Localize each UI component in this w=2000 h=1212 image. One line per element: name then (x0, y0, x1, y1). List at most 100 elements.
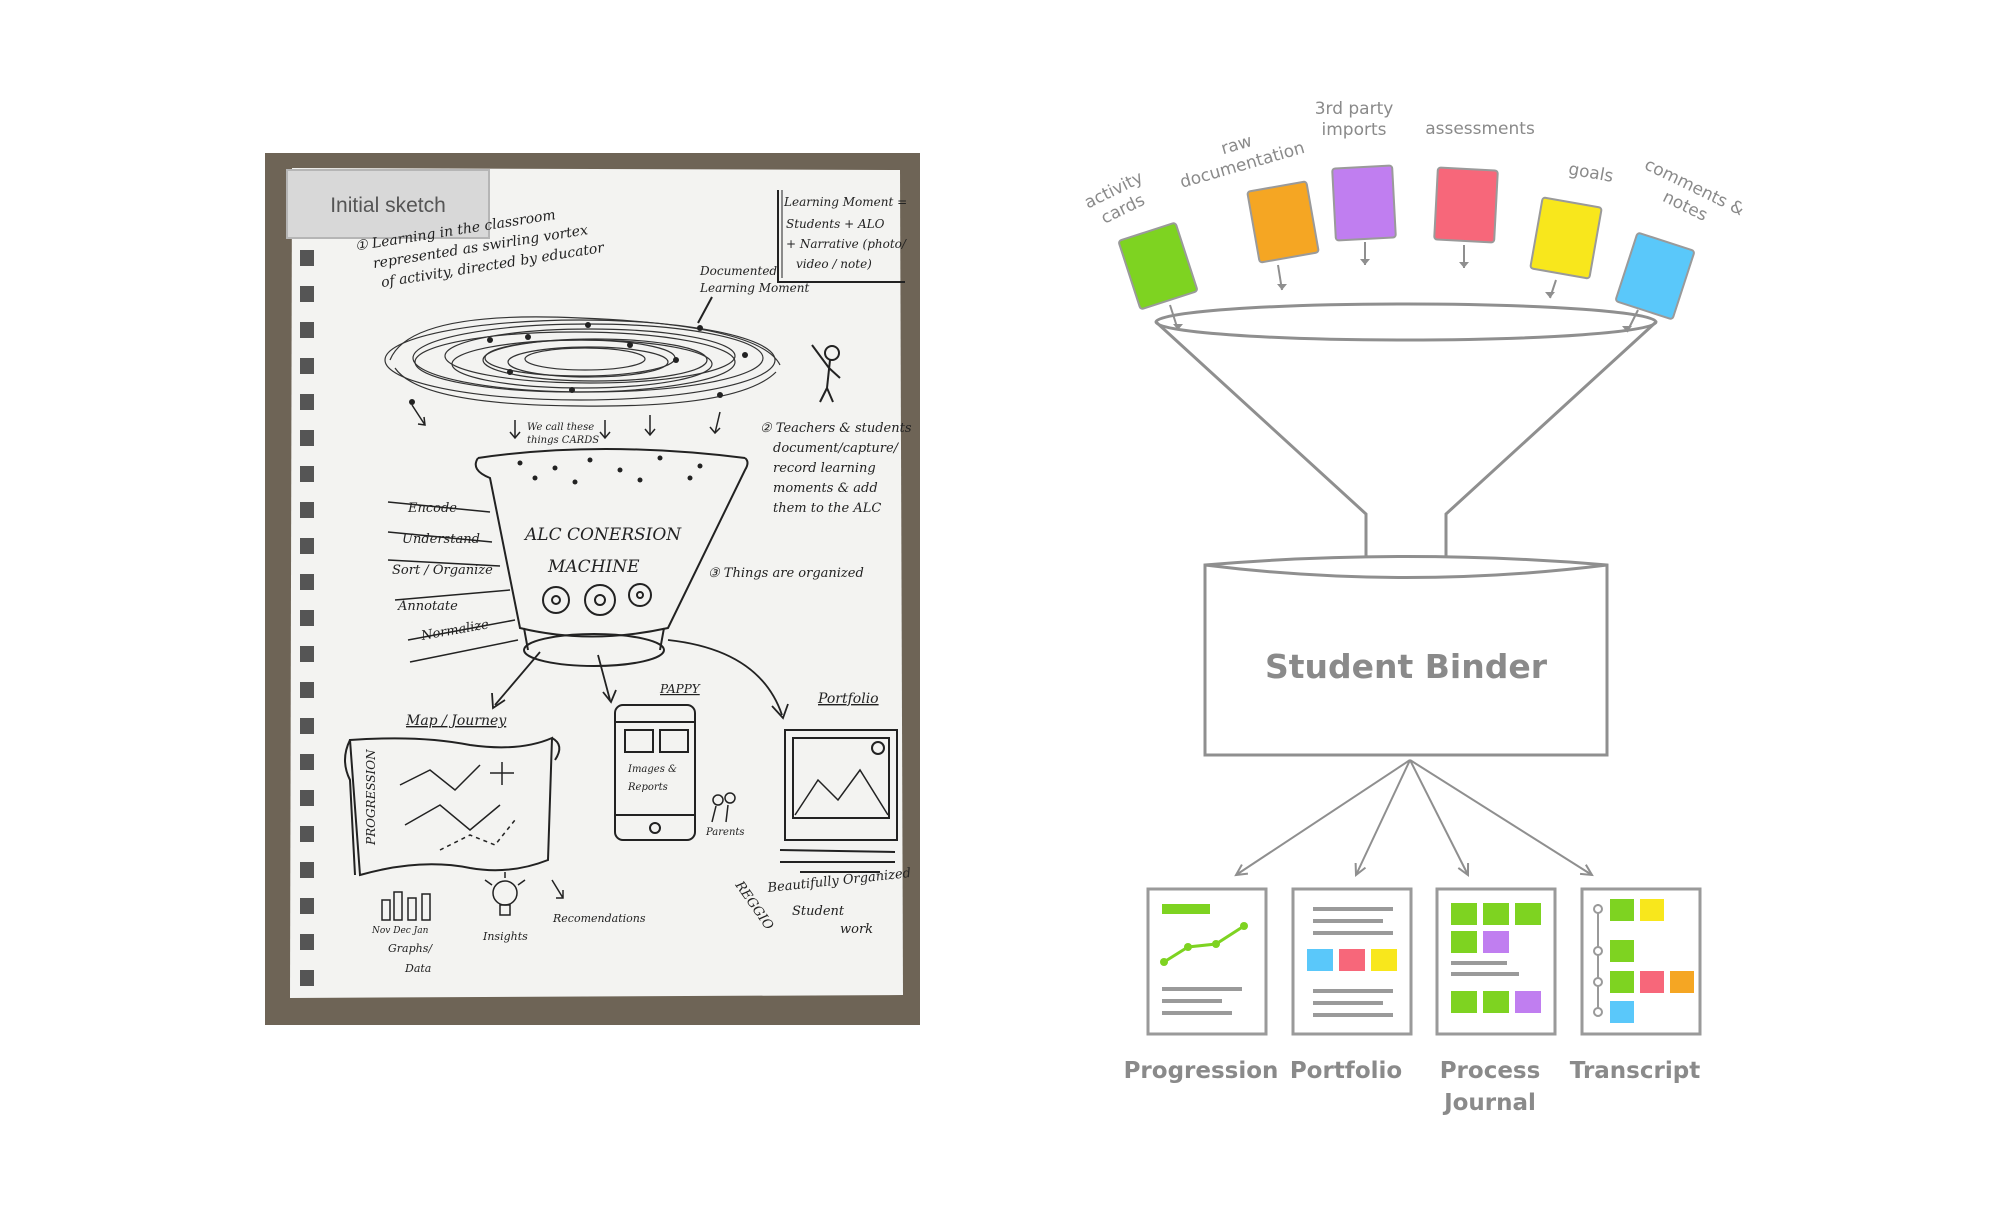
sketch-note-2-line-1: ② Teachers & students (760, 421, 912, 436)
input-label: goals (1567, 159, 1615, 187)
output-doc-1: Progression (1124, 887, 1279, 1084)
spiral-hole (300, 898, 314, 914)
input-card-5: goals (1529, 159, 1615, 299)
sketch-photo: Initial sketch ① Learning in the classro… (265, 153, 920, 1025)
initial-sketch-label: Initial sketch (330, 194, 446, 217)
spiral-hole (300, 466, 314, 482)
funnel-rim (1154, 302, 1658, 342)
graphs-line-1: Graphs/ (388, 942, 433, 955)
output-doc-2: Portfolio (1290, 887, 1413, 1084)
output-doc-label: Portfolio (1290, 1058, 1402, 1084)
cards-line-2: things CARDS (527, 435, 599, 446)
input-card-swatch (1433, 166, 1499, 244)
input-card-swatch (1118, 222, 1198, 310)
output-arrows (491, 639, 789, 720)
phone-line-2: Reports (627, 782, 668, 793)
spiral-hole (300, 394, 314, 410)
spiral-hole (300, 790, 314, 806)
learning-moment-box: Learning Moment = Students + ALO + Narra… (777, 190, 908, 283)
machine-dots (517, 455, 703, 485)
learning-moment-line-3: + Narrative (photo/ (786, 237, 908, 251)
input-label: activitycards (1081, 168, 1155, 232)
sketch-note-2-line-4: moments & add (773, 481, 878, 496)
student-binder-label: Student Binder (1265, 647, 1548, 686)
student-binder: Student Binder (1203, 555, 1609, 757)
spiral-hole (300, 430, 314, 446)
binder-arrow (1355, 759, 1411, 876)
notebook-page (290, 168, 903, 998)
input-label: rawdocumentation (1172, 118, 1307, 193)
learning-moment-line-4: video / note) (796, 257, 872, 271)
spiral-hole (300, 646, 314, 662)
pappy-label: PAPPY (659, 682, 701, 696)
sketch-note-2-line-3: record learning (773, 461, 876, 476)
input-arrowhead (1360, 259, 1370, 265)
spiral-hole (300, 322, 314, 338)
progression-label: PROGRESSION (364, 749, 378, 846)
binder-arrowhead (1457, 862, 1470, 877)
binder-arrowhead (1234, 864, 1249, 877)
documented-moment-line-1: Documented (699, 264, 777, 278)
spiral-hole (300, 826, 314, 842)
binder-arrow (1235, 759, 1411, 876)
output-doc-4: Transcript (1570, 887, 1702, 1084)
phone-line-1: Images & (627, 764, 677, 775)
spiral-hole (300, 250, 314, 266)
bar-graph-icon (381, 891, 431, 921)
organized-line-3: work (840, 922, 873, 937)
months-label: Nov Dec Jan (371, 926, 429, 936)
input-arrowhead (1173, 324, 1183, 330)
educator-figure (811, 344, 841, 403)
input-card-swatch (1529, 196, 1603, 280)
output-doc-label: Progression (1124, 1058, 1279, 1084)
map-scroll (344, 736, 561, 877)
input-arrowhead (1545, 292, 1555, 298)
sketch-note-3: ③ Things are organized (708, 566, 864, 581)
step-4: Annotate (397, 599, 458, 614)
spiral-hole (300, 574, 314, 590)
insights-label: Insights (482, 930, 528, 943)
parents-label: Parents (705, 827, 745, 838)
spiral-binding (300, 250, 314, 986)
compass-icon (490, 762, 514, 785)
binder-arrowhead (1579, 864, 1594, 877)
sketch-note-2-line-2: document/capture/ (773, 441, 900, 456)
input-card-swatch (1615, 232, 1695, 320)
binder-arrow (1409, 759, 1469, 876)
phone-icon (614, 704, 696, 841)
funnel (1154, 302, 1658, 566)
input-card-1: activitycards (1081, 168, 1198, 331)
spiral-hole (300, 754, 314, 770)
spiral-hole (300, 610, 314, 626)
input-arrowhead (1277, 284, 1287, 290)
spiral-hole (300, 358, 314, 374)
spiral-hole (300, 286, 314, 302)
sketch-note-2: ② Teachers & students document/capture/ … (760, 421, 912, 516)
step-3: Sort / Organize (392, 563, 493, 578)
spiral-hole (300, 682, 314, 698)
conversion-machine (474, 448, 749, 667)
learning-moment-line-2: Students + ALO (786, 217, 885, 231)
binder-arrowhead (1354, 862, 1367, 877)
initial-sketch-tag (286, 169, 490, 239)
input-card-4: assessments (1425, 119, 1535, 268)
portfolio-sketch-title: Portfolio (817, 691, 879, 707)
spiral-hole (300, 718, 314, 734)
machine-line-1: ALC CONERSION (523, 525, 682, 545)
input-card-6: comments &notes (1615, 155, 1747, 333)
gears-icon (542, 583, 652, 616)
vortex (384, 316, 781, 407)
spiral-hole (300, 862, 314, 878)
organized-line-2: Student (792, 904, 845, 919)
spiral-hole (300, 538, 314, 554)
vortex-arrows (411, 404, 721, 440)
learning-moment-line-1: Learning Moment = (783, 195, 907, 209)
portfolio-frame (779, 729, 898, 873)
